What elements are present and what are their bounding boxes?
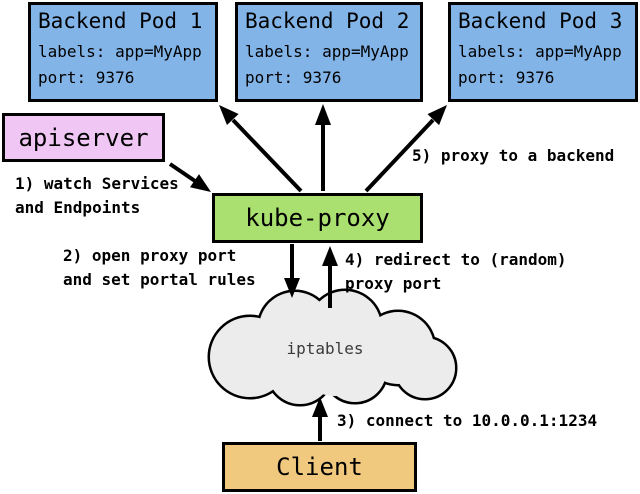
backend-pod-2-box: Backend Pod 2 labels: app=MyApp port: 93… [235,2,423,102]
client-label: Client [276,453,363,481]
step-4-line-1: 4) redirect to (random) [345,250,567,269]
step-3-line-1: 3) connect to 10.0.0.1:1234 [337,411,598,430]
step-4-line-2: proxy port [345,274,442,293]
step-1-line-2: and Endpoints [15,198,141,217]
step-3-connect-label: 3) connect to 10.0.0.1:1234 [337,409,597,433]
backend-pod-1-box: Backend Pod 1 labels: app=MyApp port: 93… [28,2,218,102]
arrow-apiserver-to-kubeproxy [168,162,211,192]
arrow-kubeproxy-to-pod2 [315,104,331,191]
backend-pod-1-port: port: 9376 [38,68,135,87]
backend-pod-3-port: port: 9376 [458,68,555,87]
arrow-client-to-iptables [312,397,328,441]
backend-pod-1-labels: labels: app=MyApp [38,42,202,61]
step-5-proxy-backend-label: 5) proxy to a backend [412,144,614,168]
arrow-iptables-to-kubeproxy [322,246,338,308]
arrow-kubeproxy-to-pod1 [219,105,303,193]
backend-pod-2-labels: labels: app=MyApp [245,42,409,61]
step-1-watch-services-label: 1) watch Services and Endpoints [15,172,179,220]
kube-proxy-label: kube-proxy [245,204,390,232]
step-2-open-proxy-port-label: 2) open proxy port and set portal rules [63,244,256,292]
kube-proxy-box: kube-proxy [212,193,423,243]
backend-pod-3-labels: labels: app=MyApp [458,42,622,61]
arrow-kubeproxy-to-pod3 [364,105,447,193]
iptables-label: iptables [286,339,364,358]
step-5-line-1: 5) proxy to a backend [412,146,615,165]
iptables-cloud-shape [207,288,458,407]
apiserver-label: apiserver [18,123,149,152]
step-4-redirect-label: 4) redirect to (random) proxy port [345,248,567,296]
arrow-kubeproxy-to-iptables [284,244,300,298]
step-1-line-1: 1) watch Services [15,174,179,193]
backend-pod-2-port: port: 9376 [245,68,342,87]
backend-pod-2-title: Backend Pod 2 [245,9,410,33]
step-2-line-2: and set portal rules [63,270,256,289]
client-box: Client [222,442,417,492]
step-2-line-1: 2) open proxy port [63,246,237,265]
backend-pod-3-box: Backend Pod 3 labels: app=MyApp port: 93… [448,2,638,102]
backend-pod-3-title: Backend Pod 3 [458,9,623,33]
apiserver-box: apiserver [2,113,165,162]
backend-pod-1-title: Backend Pod 1 [38,9,203,33]
